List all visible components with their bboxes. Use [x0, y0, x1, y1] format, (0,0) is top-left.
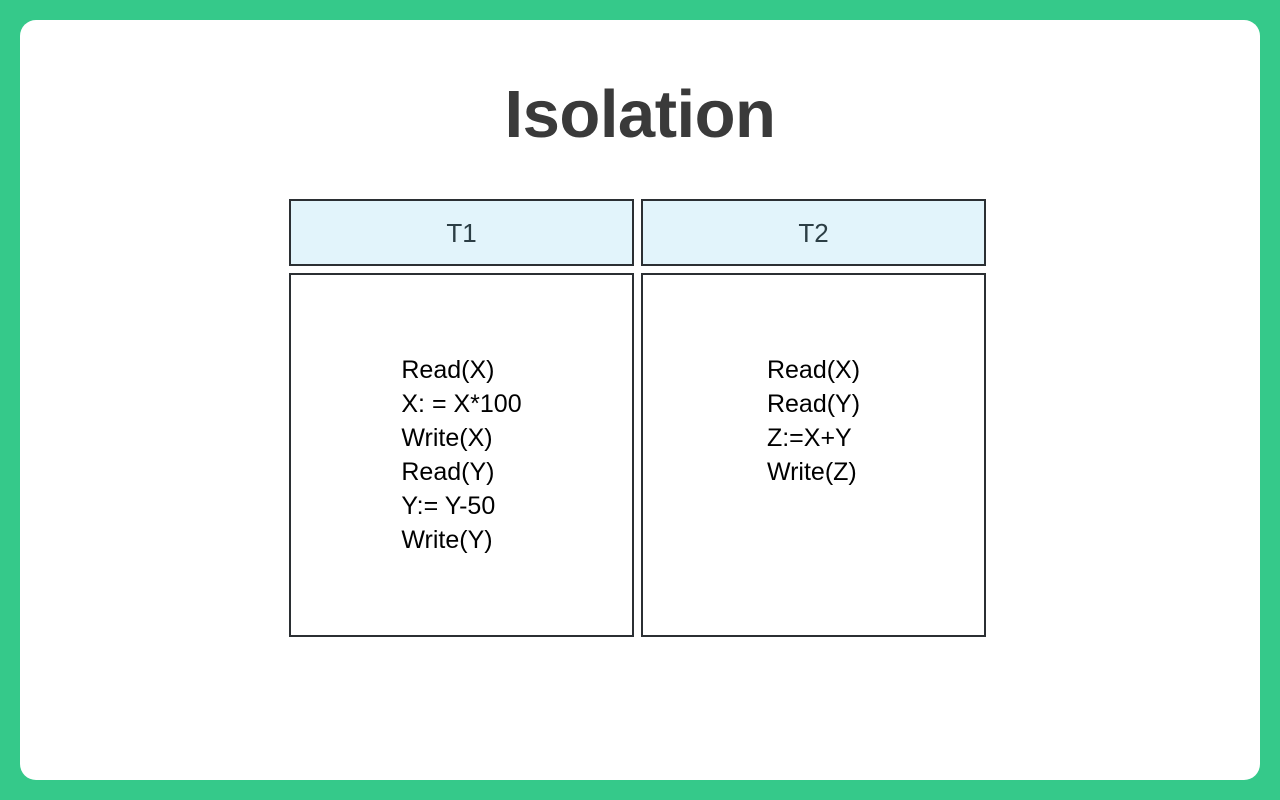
step-list-t2: Read(X) Read(Y) Z:=X+Y Write(Z)	[767, 353, 860, 489]
column-header-t1: T1	[289, 199, 634, 266]
step-line: Read(Y)	[766, 390, 861, 418]
step-line: Read(Y)	[401, 458, 495, 486]
step-line: Write(X)	[401, 424, 493, 452]
step-line: Z:=X+Y	[766, 424, 852, 452]
column-body-t2: Read(X) Read(Y) Z:=X+Y Write(Z)	[641, 273, 986, 637]
column-header-t2: T2	[641, 199, 986, 266]
column-header-label-t1: T1	[446, 217, 477, 248]
transaction-schedule-table: T1 Read(X) X: = X*100 Write(X) Read(Y) Y…	[289, 199, 987, 637]
column-header-label-t2: T2	[798, 217, 829, 248]
step-line: Write(Z)	[766, 458, 857, 486]
page-title: Isolation	[504, 77, 776, 152]
column-body-t1: Read(X) X: = X*100 Write(X) Read(Y) Y:= …	[289, 273, 634, 637]
table-column-t1: T1 Read(X) X: = X*100 Write(X) Read(Y) Y…	[289, 199, 634, 637]
slide-card: Isolation T1 Read(X) X: = X*100 Write(X)…	[20, 20, 1260, 780]
table-column-t2: T2 Read(X) Read(Y) Z:=X+Y Write(Z)	[641, 199, 986, 637]
step-line: Y:= Y-50	[401, 492, 496, 520]
step-line: Read(X)	[401, 356, 495, 384]
step-line: X: = X*100	[401, 390, 522, 418]
step-line: Read(X)	[766, 356, 861, 384]
step-line: Write(Y)	[401, 526, 493, 554]
step-list-t1: Read(X) X: = X*100 Write(X) Read(Y) Y:= …	[401, 353, 521, 557]
